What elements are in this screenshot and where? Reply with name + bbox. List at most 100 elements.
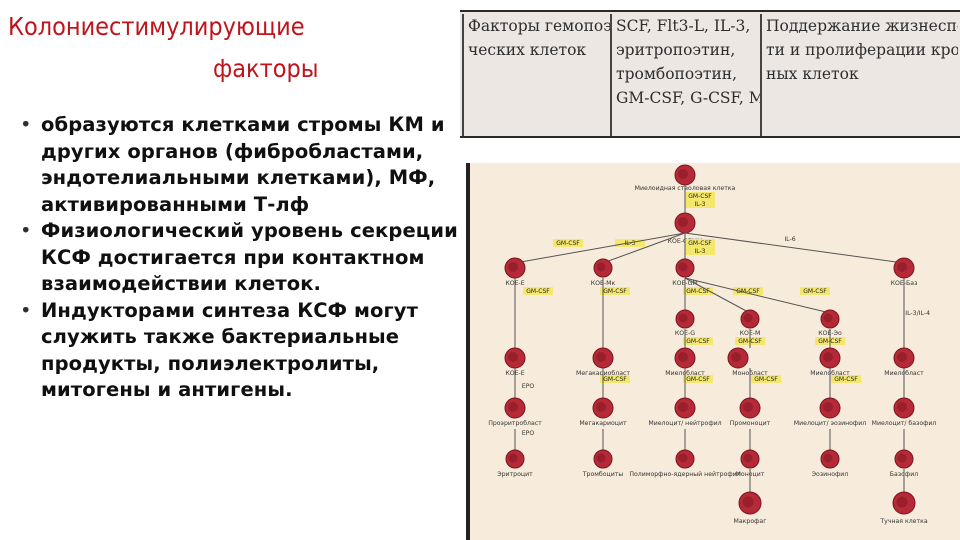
bullet-item: Физиологический уровень секреции КСФ дос… bbox=[20, 218, 460, 298]
cell-label: Мегакариоцит bbox=[579, 420, 627, 427]
lineage-arrow bbox=[602, 232, 686, 264]
cell-label: Промоноцит bbox=[730, 420, 771, 427]
bullet-item: Индукторами синтеза КСФ могут служить та… bbox=[20, 298, 460, 404]
slide-title: Колониестимулирующие факторы bbox=[8, 6, 448, 90]
cytokine-box bbox=[553, 239, 583, 247]
nucleus-icon bbox=[596, 402, 606, 412]
cell-label: Эозинофил bbox=[812, 471, 849, 478]
cytokine-box bbox=[683, 337, 713, 345]
cytokine-box bbox=[831, 375, 861, 383]
nucleus-icon bbox=[508, 262, 518, 272]
factor-table-col-3: Поддержание жизнеспособнос- ти и пролифе… bbox=[760, 14, 958, 136]
hematopoiesis-diagram: Миелоидная стволовая клеткаGM-CSFIL-3КОЕ… bbox=[466, 163, 960, 540]
cytokine-box bbox=[600, 375, 630, 383]
nucleus-icon bbox=[731, 352, 741, 362]
cell-label: IL-6 bbox=[784, 236, 795, 243]
lineage-arrow bbox=[684, 277, 751, 314]
factor-table-col-2: SCF, Flt3-L, IL-3, эритропоэтин, тромбоп… bbox=[610, 14, 760, 136]
cytokine-box bbox=[685, 239, 715, 247]
nucleus-icon bbox=[897, 352, 907, 362]
nucleus-icon bbox=[678, 352, 688, 362]
title-line-1: Колониестимулирующие bbox=[8, 12, 305, 41]
factor-table-col-1: Факторы гемопоэти- ческих клеток bbox=[462, 14, 610, 136]
lineage-arrow bbox=[684, 232, 905, 264]
cytokine-label: GM-CSF bbox=[688, 240, 712, 247]
nucleus-icon bbox=[743, 453, 753, 463]
nucleus-icon bbox=[823, 352, 833, 362]
cytokine-box bbox=[683, 375, 713, 383]
cytokine-label: GM-CSF bbox=[686, 376, 710, 383]
cytokine-box bbox=[685, 247, 715, 255]
nucleus-icon bbox=[743, 402, 753, 412]
cell-label: IL-3/IL-4 bbox=[905, 310, 930, 317]
bullet-item: образуются клетками стромы КМ и других о… bbox=[20, 112, 460, 218]
cell-label: Полиморфно-ядерный нейтрофил bbox=[629, 470, 740, 478]
nucleus-icon bbox=[508, 453, 518, 463]
table-text: тромбопоэтин, bbox=[616, 65, 738, 83]
lineage-arrow bbox=[514, 232, 686, 264]
cytokine-label: GM-CSF bbox=[736, 288, 760, 295]
cytokine-box bbox=[523, 287, 553, 295]
title-line-2: факторы bbox=[213, 54, 319, 83]
cytokine-label: GM-CSF bbox=[603, 376, 627, 383]
cytokine-label: GM-CSF bbox=[688, 193, 712, 200]
table-text: SCF, Flt3-L, IL-3, bbox=[616, 17, 751, 35]
nucleus-icon bbox=[823, 313, 833, 323]
cytokine-label: GM-CSF bbox=[686, 288, 710, 295]
nucleus-icon bbox=[896, 496, 908, 508]
lineage-arrow bbox=[684, 277, 831, 314]
cytokine-label: IL-3 bbox=[625, 240, 636, 247]
nucleus-icon bbox=[823, 402, 833, 412]
cell-label: Проэритробласт bbox=[488, 419, 542, 427]
nucleus-icon bbox=[823, 453, 833, 463]
table-text: Факторы гемопоэти- bbox=[468, 17, 610, 35]
cytokine-box bbox=[600, 287, 630, 295]
nucleus-icon bbox=[678, 169, 688, 179]
cytokine-label: IL-3 bbox=[695, 201, 706, 208]
table-text: ческих клеток bbox=[468, 41, 587, 59]
nucleus-icon bbox=[742, 496, 754, 508]
nucleus-icon bbox=[743, 313, 753, 323]
cytokine-box bbox=[751, 375, 781, 383]
nucleus-icon bbox=[897, 262, 907, 272]
nucleus-icon bbox=[596, 453, 606, 463]
cell-label: EPO bbox=[522, 430, 535, 437]
cytokine-label: GM-CSF bbox=[686, 338, 710, 345]
cell-label: Миелоцит/ базофил bbox=[872, 419, 937, 427]
cytokine-label: GM-CSF bbox=[556, 240, 580, 247]
nucleus-icon bbox=[678, 313, 688, 323]
table-text: ных клеток bbox=[766, 65, 859, 83]
cell-label: Эритроцит bbox=[497, 471, 533, 478]
hematopoiesis-svg: Миелоидная стволовая клеткаGM-CSFIL-3КОЕ… bbox=[488, 164, 937, 525]
cytokine-label: GM-CSF bbox=[754, 376, 778, 383]
nucleus-icon bbox=[678, 262, 688, 272]
nucleus-icon bbox=[678, 453, 688, 463]
nucleus-icon bbox=[508, 402, 518, 412]
factor-table-image: Факторы гемопоэти- ческих клеток SCF, Fl… bbox=[460, 10, 960, 138]
cell-label: Макрофаг bbox=[734, 518, 767, 525]
cytokine-box bbox=[800, 287, 830, 295]
cell-label: Тромбоциты bbox=[582, 470, 624, 478]
nucleus-icon bbox=[897, 402, 907, 412]
table-text: ти и пролиферации кроветвор- bbox=[766, 41, 958, 59]
cytokine-label: GM-CSF bbox=[603, 288, 627, 295]
nucleus-icon bbox=[596, 262, 606, 272]
cytokine-label: IL-3 bbox=[695, 248, 706, 255]
cytokine-box bbox=[685, 192, 715, 200]
nucleus-icon bbox=[596, 352, 606, 362]
cytokine-label: GM-CSF bbox=[803, 288, 827, 295]
nucleus-icon bbox=[678, 217, 688, 227]
nucleus-icon bbox=[678, 402, 688, 412]
cytokine-box bbox=[733, 287, 763, 295]
nucleus-icon bbox=[897, 453, 907, 463]
cytokine-box bbox=[685, 200, 715, 208]
bullet-list: образуются клетками стромы КМ и других о… bbox=[20, 112, 460, 404]
cell-label: Миелоцит/ нейтрофил bbox=[648, 419, 721, 427]
cell-label: Тучная клетка bbox=[879, 518, 927, 525]
cytokine-box bbox=[683, 287, 713, 295]
table-text: GM-CSF, G-CSF, M-CSF, bbox=[616, 89, 760, 107]
table-text: эритропоэтин, bbox=[616, 41, 736, 59]
cytokine-label: GM-CSF bbox=[526, 288, 550, 295]
nucleus-icon bbox=[508, 352, 518, 362]
cell-label: Миелоцит/ эозинофил bbox=[794, 420, 866, 427]
